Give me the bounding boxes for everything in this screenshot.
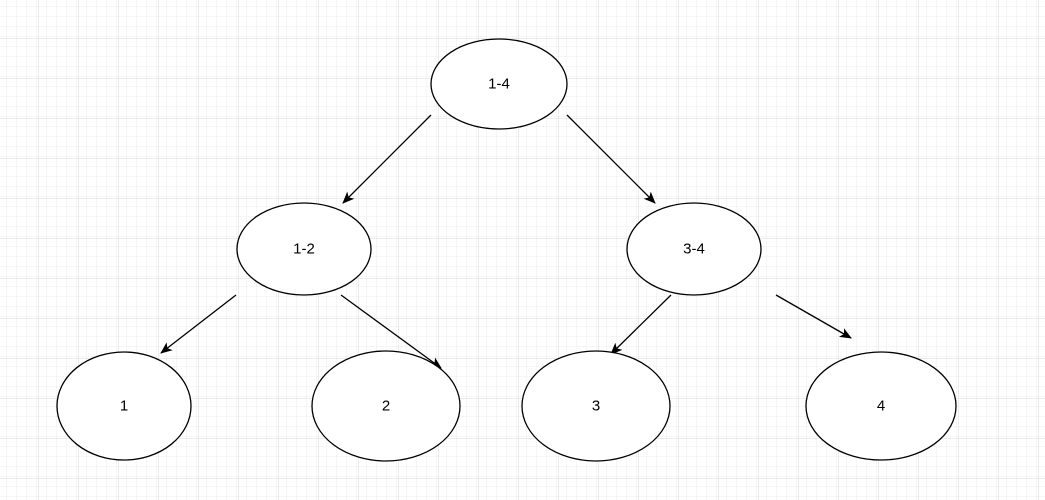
- edge-1-2-to-1[interactable]: [160, 294, 237, 354]
- edge-3-4-to-3[interactable]: [610, 294, 672, 355]
- node-3-4[interactable]: 3-4: [626, 202, 762, 296]
- node-1-2[interactable]: 1-2: [236, 202, 372, 296]
- node-label: 2: [382, 398, 390, 415]
- edge-1-4-to-3-4[interactable]: [566, 114, 656, 204]
- node-4[interactable]: 4: [805, 351, 957, 461]
- node-ellipse: [430, 38, 568, 130]
- edge-3-4-to-4[interactable]: [775, 294, 852, 339]
- edges: [160, 114, 852, 369]
- node-2[interactable]: 2: [311, 350, 461, 462]
- node-ellipse: [236, 202, 372, 296]
- node-label: 1: [120, 398, 128, 415]
- node-label: 1-4: [488, 76, 510, 93]
- node-ellipse: [626, 202, 762, 296]
- edge-1-4-to-1-2[interactable]: [342, 114, 432, 204]
- node-label: 3-4: [683, 241, 705, 258]
- edge-1-2-to-2[interactable]: [340, 294, 442, 369]
- node-ellipse: [56, 351, 192, 461]
- node-label: 4: [877, 398, 885, 415]
- node-1-4[interactable]: 1-4: [430, 38, 568, 130]
- node-ellipse: [311, 350, 461, 462]
- node-label: 3: [592, 398, 600, 415]
- node-ellipse: [805, 351, 957, 461]
- node-ellipse: [521, 350, 671, 462]
- node-1[interactable]: 1: [56, 351, 192, 461]
- node-label: 1-2: [293, 241, 315, 258]
- node-3[interactable]: 3: [521, 350, 671, 462]
